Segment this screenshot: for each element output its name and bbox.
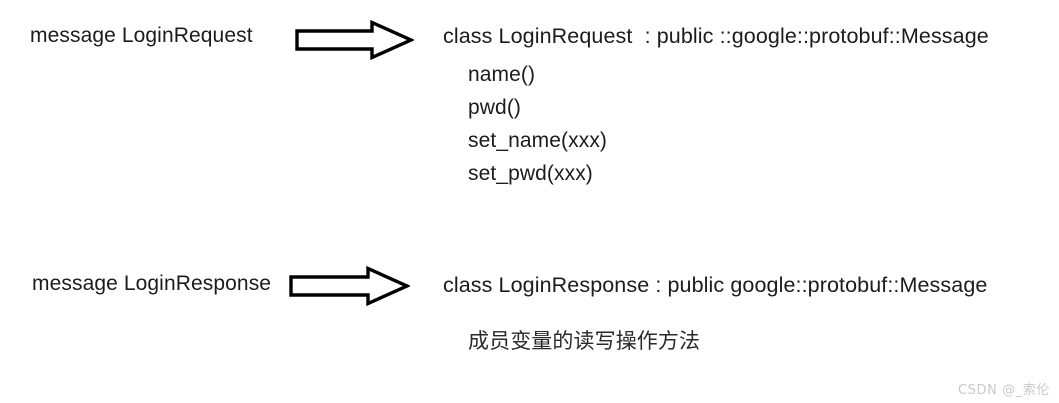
member-method-name: name() xyxy=(468,63,536,86)
class-declaration-loginrequest: class LoginRequest : public ::google::pr… xyxy=(443,24,989,48)
right-block-arrow-icon-1 xyxy=(295,20,414,60)
class-declaration-loginresponse: class LoginResponse : public google::pro… xyxy=(443,273,988,297)
message-label-loginresponse: message LoginResponse xyxy=(32,272,272,295)
message-label-loginrequest: message LoginRequest xyxy=(30,24,253,47)
csdn-watermark: CSDN @_索伦 xyxy=(958,383,1051,398)
member-method-set-pwd: set_pwd(xxx) xyxy=(468,162,593,185)
member-accessor-note: 成员变量的读写操作方法 xyxy=(468,329,701,353)
right-block-arrow-icon-2 xyxy=(289,266,410,306)
member-method-pwd: pwd() xyxy=(468,96,522,119)
member-method-set-name: set_name(xxx) xyxy=(468,129,608,152)
